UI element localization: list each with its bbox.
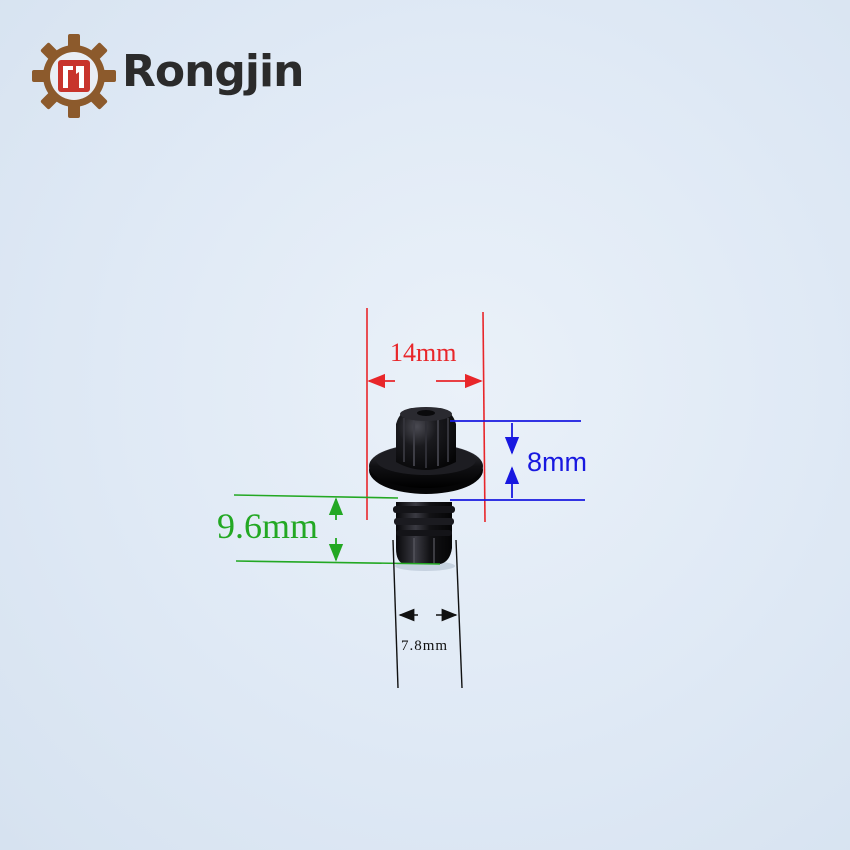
head-height-dimension: [450, 420, 585, 501]
shank-length-label: 9.6mm: [217, 506, 319, 546]
head-height-label: 8mm: [527, 447, 587, 477]
head-width-label: 14mm: [390, 338, 457, 367]
plastic-clip: [369, 407, 483, 571]
shank-length-dimension: [233, 494, 441, 565]
brand-name: Rongjin: [122, 46, 304, 97]
shank-width-label: 7.8mm: [401, 638, 449, 654]
brand-logo: Rongjin: [30, 32, 304, 122]
gear-logo-icon: [32, 34, 116, 118]
shank-width-dimension: [392, 539, 463, 689]
head-width-dimension: [366, 308, 486, 523]
